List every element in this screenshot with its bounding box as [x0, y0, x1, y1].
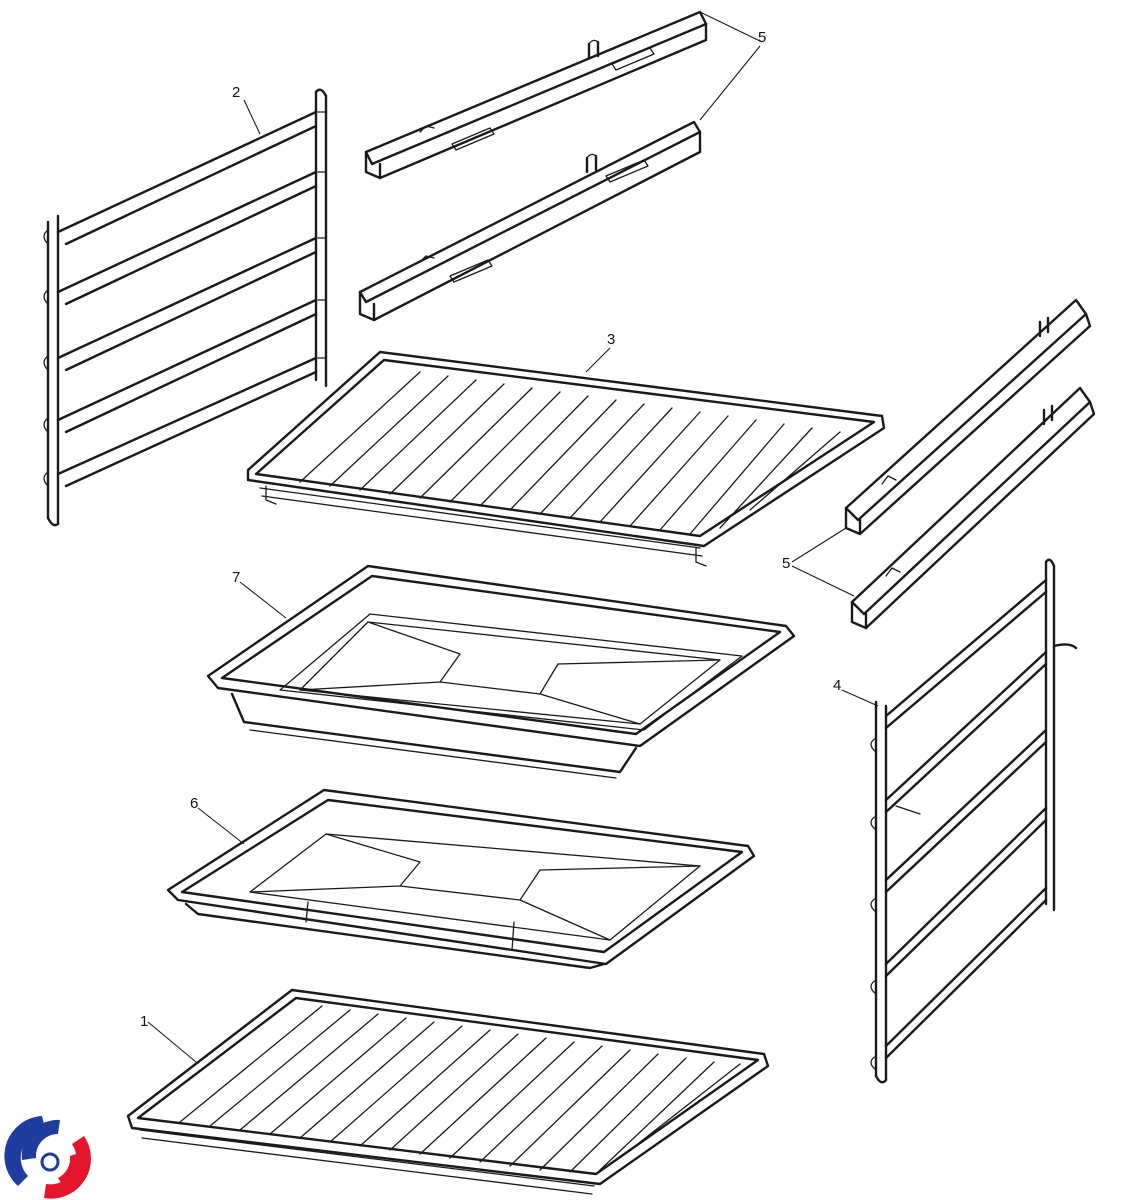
callout-2: 2 — [232, 84, 240, 101]
telescopic-runner-top-1 — [364, 10, 708, 180]
wire-grid — [126, 988, 770, 1195]
callout-5-right: 5 — [782, 555, 790, 572]
callout-7: 7 — [232, 569, 240, 586]
callout-leaders — [147, 11, 879, 1063]
callout-1: 1 — [140, 1013, 148, 1030]
shallow-baking-tray — [166, 788, 756, 970]
brand-logo-icon — [4, 1116, 92, 1199]
callout-4: 4 — [833, 677, 841, 694]
wire-grid-shelf — [246, 350, 886, 567]
telescopic-runner-top-2 — [358, 120, 702, 322]
telescopic-runner-right-1 — [844, 298, 1092, 536]
callout-3: 3 — [607, 331, 615, 348]
right-shelf-support — [870, 558, 1078, 1084]
telescopic-runner-right-2 — [850, 386, 1096, 630]
callout-6: 6 — [190, 795, 198, 812]
left-shelf-support — [43, 88, 328, 527]
callout-5-top: 5 — [758, 29, 766, 46]
deep-baking-tray — [206, 564, 796, 779]
